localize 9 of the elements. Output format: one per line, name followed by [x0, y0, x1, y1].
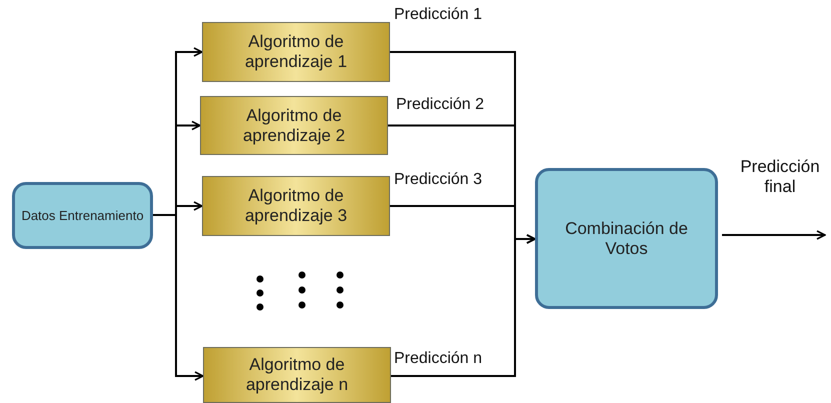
- process-box: Algoritmo de aprendizaje n: [203, 347, 391, 403]
- process-box: Algoritmo de aprendizaje 2: [200, 96, 388, 155]
- process-box: Algoritmo de aprendizaje 3: [202, 176, 390, 236]
- process-box: Combinación de Votos: [535, 168, 718, 309]
- arrow: [722, 230, 826, 240]
- arrow: [153, 214, 204, 381]
- arrow: [391, 234, 536, 377]
- process-box: Datos Entrenamiento: [12, 182, 153, 249]
- process-box: Algoritmo de aprendizaje 1: [202, 22, 390, 82]
